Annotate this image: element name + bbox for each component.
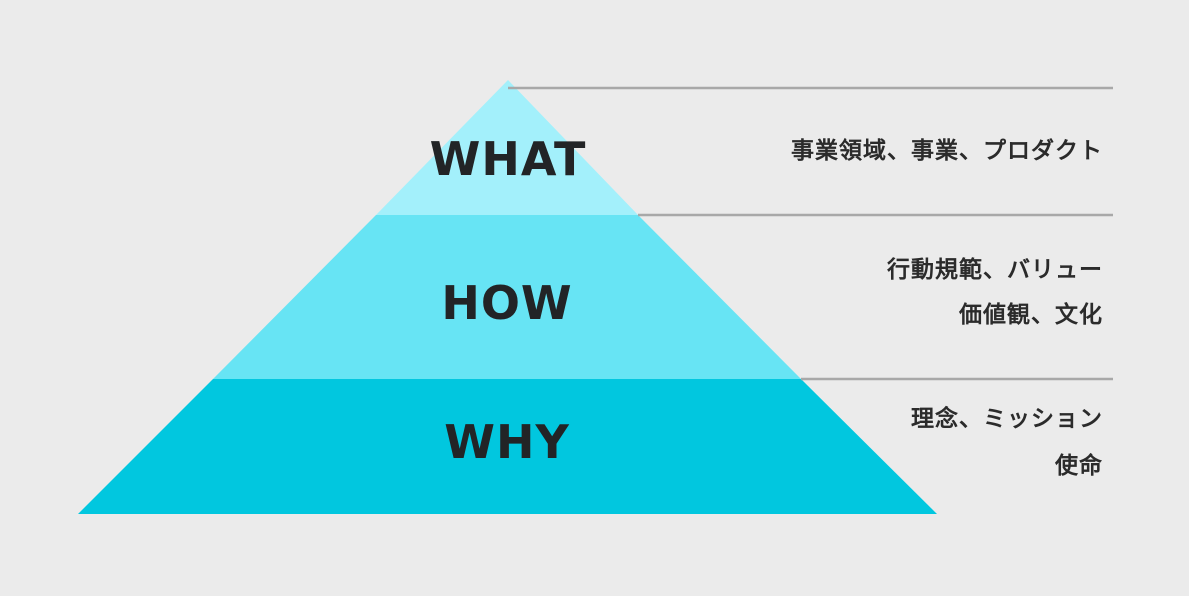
tier-label-why: WHY bbox=[444, 415, 570, 469]
what-description: 事業領域、事業、プロダクト bbox=[791, 140, 1103, 163]
why-description-line: 使命 bbox=[1055, 453, 1103, 479]
tier-label-how: HOW bbox=[441, 276, 573, 330]
how-description-line: 価値観、文化 bbox=[959, 302, 1103, 328]
how-description: 行動規範、バリュー 価値観、文化 bbox=[887, 259, 1103, 327]
what-description-line: 事業領域、事業、プロダクト bbox=[791, 138, 1103, 164]
pyramid-tier-what bbox=[376, 80, 638, 215]
pyramid-tier-why bbox=[78, 379, 937, 514]
pyramid-tier-how bbox=[213, 215, 801, 379]
why-description-line: 理念、ミッション bbox=[911, 406, 1103, 432]
tier-label-what: WHAT bbox=[429, 132, 587, 186]
how-description-line: 行動規範、バリュー bbox=[887, 257, 1103, 283]
why-description: 理念、ミッション 使命 bbox=[911, 408, 1103, 478]
